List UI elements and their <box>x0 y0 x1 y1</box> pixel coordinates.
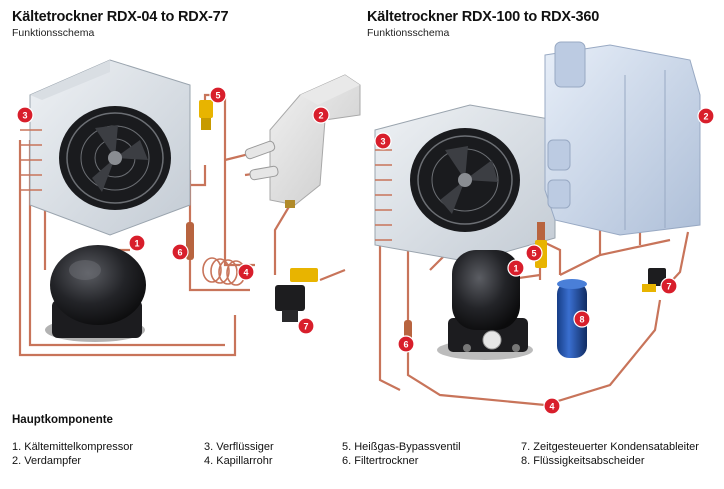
left-badge-6: 6 <box>171 243 189 261</box>
right-badge-5: 5 <box>525 244 543 262</box>
right-badge-1: 1 <box>507 259 525 277</box>
components-heading: Hauptkomponente <box>12 414 113 426</box>
right-evaporator <box>544 41 701 236</box>
right-badge-3: 3 <box>374 132 392 150</box>
legend-item: 1. Kältemittelkompressor <box>12 441 134 453</box>
legend-item: 6. Filtertrockner <box>342 455 419 467</box>
right-badge-2: 2 <box>697 107 715 125</box>
right-diagram-subtitle: Funktionsschema <box>367 27 450 39</box>
svg-text:1: 1 <box>513 264 518 274</box>
svg-text:5: 5 <box>215 91 220 101</box>
svg-text:4: 4 <box>549 402 554 412</box>
legend-item: 2. Verdampfer <box>12 455 82 467</box>
legend-item: 8. Flüssigkeitsabscheider <box>521 455 645 467</box>
svg-text:4: 4 <box>243 268 248 278</box>
svg-text:1: 1 <box>134 239 139 249</box>
svg-text:5: 5 <box>531 249 536 259</box>
legend-item: 3. Verflüssiger <box>204 441 274 453</box>
legend-item: 5. Heißgas-Bypassventil <box>342 441 461 453</box>
left-pipe-drain-out <box>319 268 346 282</box>
svg-text:7: 7 <box>303 322 308 332</box>
left-condenser-coils <box>20 129 42 191</box>
left-badge-3: 3 <box>16 106 34 124</box>
legend-item: 4. Kapillarrohr <box>204 455 273 467</box>
legend-column-2: 3. Verflüssiger 4. Kapillarrohr <box>204 440 274 468</box>
legend-item: 7. Zeitgesteuerter Kondensatableiter <box>521 441 699 453</box>
svg-text:3: 3 <box>380 137 385 147</box>
left-evaporator <box>244 74 361 208</box>
right-badge-6: 6 <box>397 335 415 353</box>
refrigeration-dryer-diagrams: 1 2 3 4 5 6 7 <box>16 41 715 415</box>
left-badge-5: 5 <box>209 86 227 104</box>
right-compressor <box>437 250 533 360</box>
svg-text:8: 8 <box>579 315 584 325</box>
right-condensate-drain <box>642 268 666 292</box>
svg-text:6: 6 <box>403 340 408 350</box>
svg-text:3: 3 <box>22 111 27 121</box>
left-diagram-title: Kältetrockner RDX-04 to RDX-77 <box>12 9 229 25</box>
right-pipe-filter <box>406 248 430 320</box>
left-condenser <box>20 59 191 236</box>
left-pipe-drain <box>273 204 291 275</box>
right-badge-7: 7 <box>660 277 678 295</box>
left-fan-hub <box>108 151 122 165</box>
right-condenser <box>374 104 556 263</box>
svg-text:7: 7 <box>666 282 671 292</box>
right-fan-hub <box>458 173 472 187</box>
svg-text:2: 2 <box>703 112 708 122</box>
left-pipe-loop-inner <box>28 140 225 347</box>
left-diagram: 1 2 3 4 5 6 7 <box>16 59 361 357</box>
right-diagram: 1 2 3 4 5 6 7 8 <box>374 41 715 415</box>
right-condenser-coils <box>375 149 392 241</box>
left-badge-2: 2 <box>312 106 330 124</box>
left-compressor <box>45 245 146 342</box>
left-bypass-valve <box>199 100 213 130</box>
right-pipe-drain <box>667 231 690 286</box>
left-badge-1: 1 <box>128 234 146 252</box>
left-condensate-drain <box>275 268 318 322</box>
right-badge-8: 8 <box>573 310 591 328</box>
right-badge-4: 4 <box>543 397 561 415</box>
svg-text:6: 6 <box>177 248 182 258</box>
left-badge-7: 7 <box>297 317 315 335</box>
legend-column-1: 1. Kältemittelkompressor 2. Verdampfer <box>12 440 133 468</box>
left-pipe-loop-bottom <box>18 140 237 357</box>
right-diagram-title: Kältetrockner RDX-100 to RDX-360 <box>367 9 600 25</box>
left-pipe-bypass <box>203 93 255 267</box>
left-diagram-subtitle: Funktionsschema <box>12 27 95 39</box>
right-liquid-separator <box>557 279 587 358</box>
left-badge-4: 4 <box>237 263 255 281</box>
left-capillary-coil <box>202 257 246 286</box>
left-pipe-capillary <box>188 250 250 292</box>
left-fan-blades <box>92 125 148 192</box>
legend-column-4: 7. Zeitgesteuerter Kondensatableiter 8. … <box>521 440 699 468</box>
legend-column-3: 5. Heißgas-Bypassventil 6. Filtertrockne… <box>342 440 461 468</box>
svg-text:2: 2 <box>318 111 323 121</box>
right-pipe-condenser-left <box>378 240 401 391</box>
